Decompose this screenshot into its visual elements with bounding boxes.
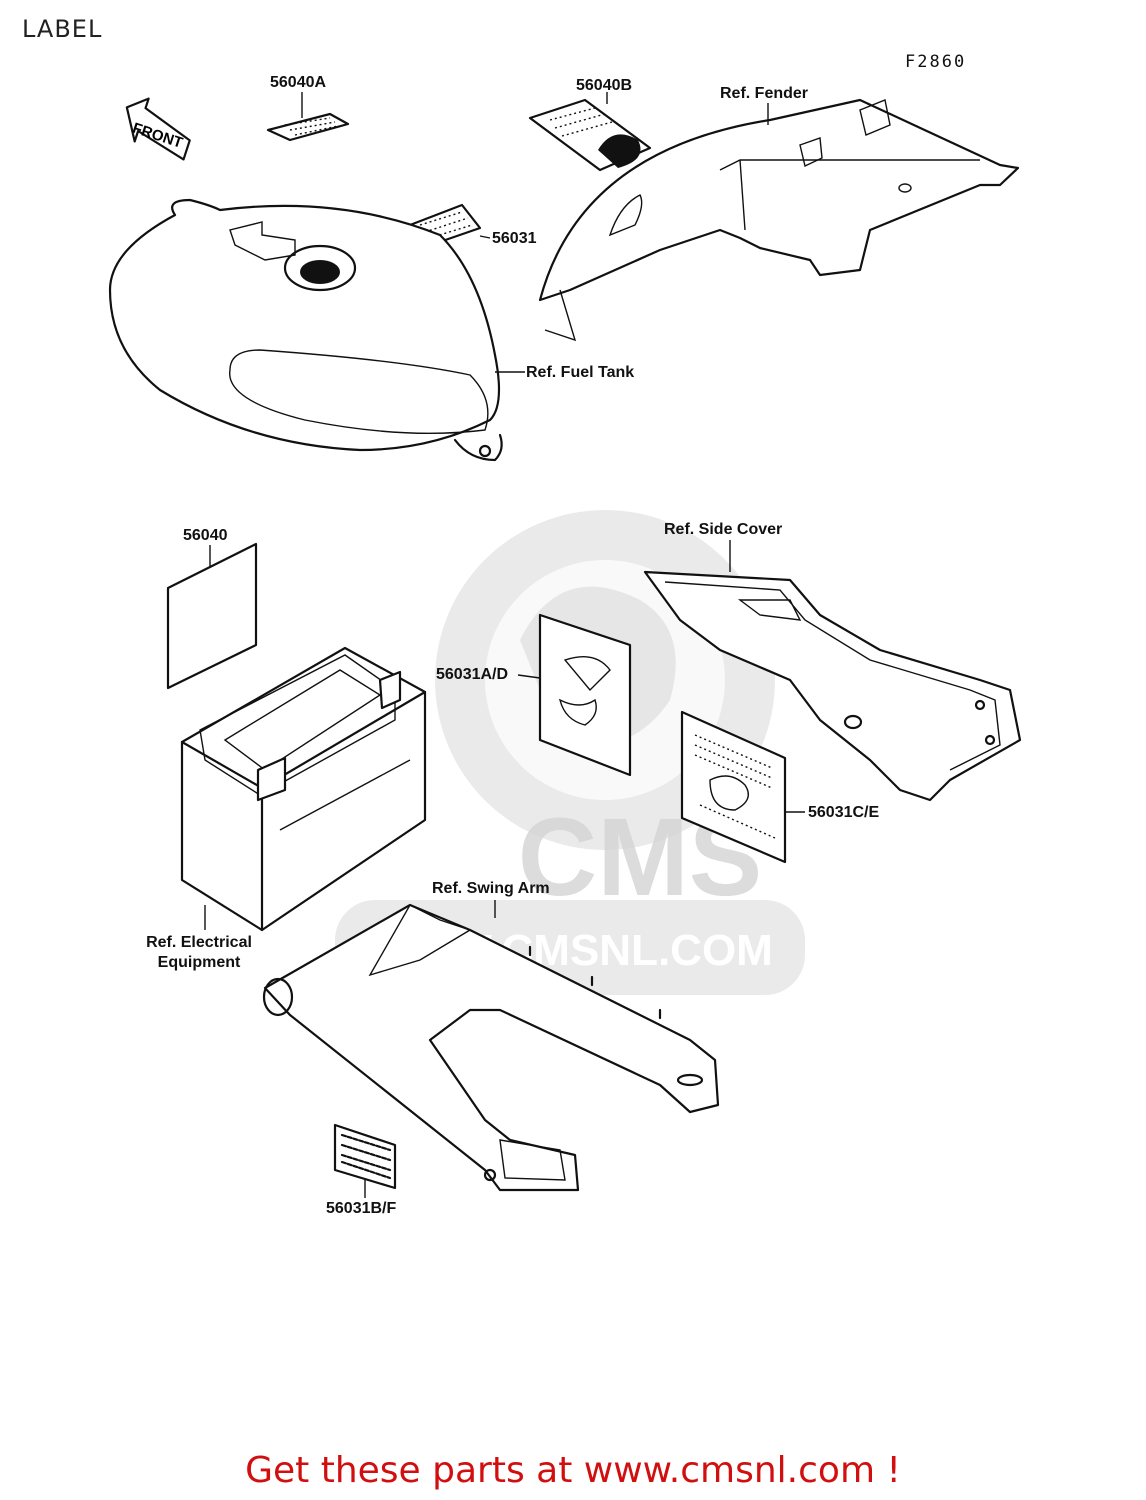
label-56040A [266, 92, 350, 142]
fuel-tank-drawing [108, 198, 525, 462]
front-arrow-icon: FRONT [125, 97, 191, 161]
callout-56040: 56040 [183, 527, 228, 544]
callout-ref-swing-arm: Ref. Swing Arm [432, 880, 550, 897]
rear-fender-drawing [538, 98, 1020, 342]
label-56040 [166, 542, 258, 690]
callout-56031CE: 56031C/E [808, 804, 880, 821]
swing-arm-drawing [262, 900, 720, 1192]
promo-link[interactable]: Get these parts at www.cmsnl.com ! [245, 1450, 901, 1491]
callout-ref-fuel-tank: Ref. Fuel Tank [526, 364, 635, 381]
callout-56040B: 56040B [576, 77, 633, 94]
callout-ref-fender: Ref. Fender [720, 85, 809, 102]
callout-56031BF: 56031B/F [326, 1200, 397, 1217]
label-56040B [528, 92, 652, 172]
callout-ref-electrical-line2: Equipment [157, 954, 241, 971]
label-56031BF [333, 1123, 397, 1198]
label-56031CE [680, 710, 805, 864]
callout-56031: 56031 [492, 230, 537, 247]
label-56031AD [517, 613, 632, 777]
callout-ref-side-cover: Ref. Side Cover [664, 521, 783, 538]
page-title: LABEL [22, 15, 103, 43]
callout-ref-electrical-line1: Ref. Electrical [146, 934, 252, 951]
battery-drawing [180, 646, 427, 932]
callout-56040A: 56040A [270, 74, 327, 91]
side-cover-drawing [643, 540, 1022, 802]
figure-code: F2860 [905, 52, 967, 72]
callout-56031AD: 56031A/D [436, 666, 509, 683]
